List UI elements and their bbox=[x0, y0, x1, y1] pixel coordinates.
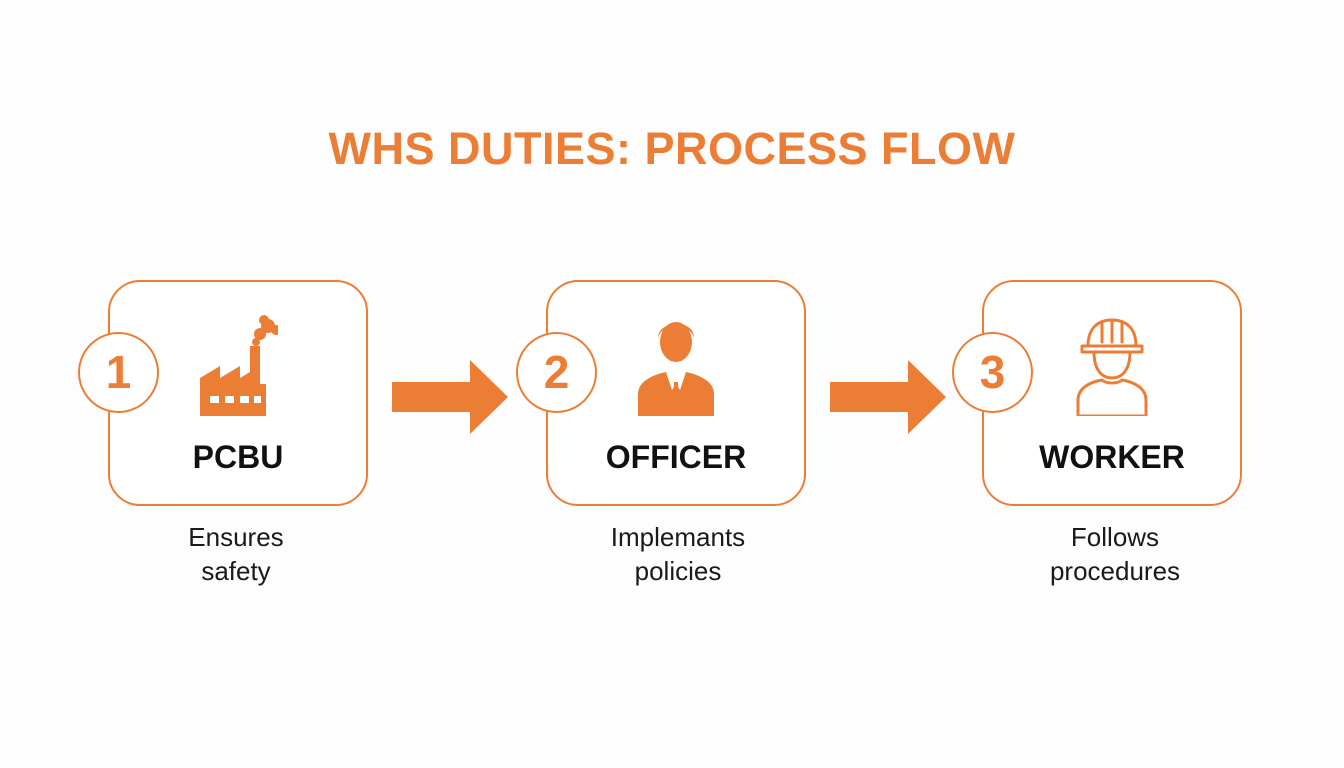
diagram-title: WHS DUTIES: PROCESS FLOW bbox=[328, 123, 1016, 174]
step-description-officer: Implemants policies bbox=[548, 520, 808, 588]
step-role-label: OFFICER bbox=[605, 439, 747, 475]
arrow-right-icon bbox=[830, 360, 946, 434]
step-description-pcbu: Ensures safety bbox=[106, 520, 366, 588]
step-role-label: WORKER bbox=[1039, 439, 1185, 475]
description-line: Follows bbox=[1070, 522, 1160, 552]
step-description-worker: Follows procedures bbox=[985, 520, 1245, 588]
arrow-right-icon bbox=[392, 360, 508, 434]
step-role-label: PCBU bbox=[192, 439, 284, 475]
hard-hat-worker-icon bbox=[1076, 318, 1148, 416]
description-line: Ensures bbox=[188, 522, 284, 552]
description-line: safety bbox=[201, 556, 271, 586]
step-worker: 3 WORKER bbox=[952, 280, 1242, 506]
description-line: policies bbox=[634, 556, 722, 586]
businessman-icon bbox=[638, 322, 714, 416]
step-number-badge: 3 bbox=[952, 332, 1033, 413]
step-pcbu: 1 PCBU bbox=[78, 280, 368, 506]
factory-icon bbox=[200, 315, 278, 416]
step-officer: 2 OFFICER bbox=[516, 280, 806, 506]
description-line: procedures bbox=[1049, 556, 1181, 586]
step-number-badge: 2 bbox=[516, 332, 597, 413]
step-number-badge: 1 bbox=[78, 332, 159, 413]
description-line: Implemants bbox=[610, 522, 746, 552]
